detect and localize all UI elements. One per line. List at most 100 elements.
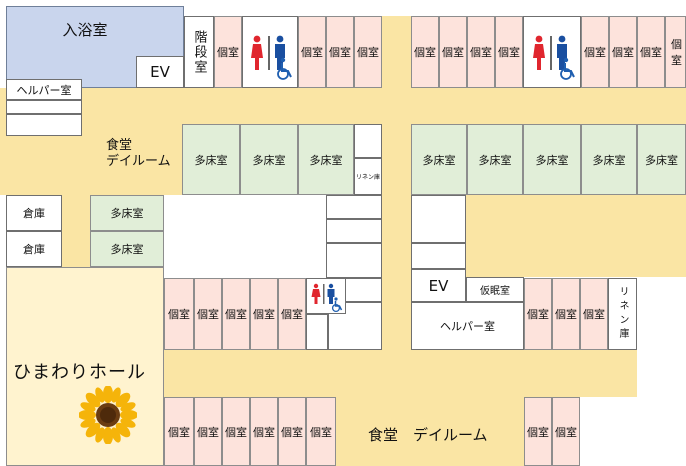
private-room-label: 個室 (357, 46, 379, 59)
private-room-16: 個室 (250, 278, 278, 350)
private-room-3: 個室 (326, 16, 354, 88)
private-room-6: 個室 (439, 16, 467, 88)
storage-room-label: 倉庫 (23, 243, 45, 256)
private-room-label: 個室 (253, 425, 275, 439)
private-room-label: 個室 (442, 46, 464, 59)
shared-room-1: 多床室 (182, 124, 240, 195)
private-room-28: 個室 (552, 397, 580, 466)
private-room-label: 個室 (197, 425, 219, 439)
small-room-left-1 (6, 100, 82, 114)
shared-room-label: 多床室 (645, 153, 678, 167)
private-room-label: 個室 (640, 46, 662, 59)
private-room-13: 個室 (164, 278, 194, 350)
private-room-label: 個室 (671, 38, 682, 67)
private-room-7: 個室 (467, 16, 495, 88)
private-room-11: 個室 (637, 16, 665, 88)
shared-room-label: 多床室 (252, 153, 286, 167)
private-room-9: 個室 (581, 16, 609, 88)
private-room-label: 個室 (414, 46, 436, 59)
private-room-label: 個室 (168, 308, 190, 321)
shared-room-label: 多床室 (478, 153, 512, 167)
bath-room-label: 入浴室 (62, 21, 108, 39)
linen-room-top: リネン庫 (354, 158, 382, 195)
shared-room-9: 多床室 (90, 195, 164, 231)
private-room-19: 個室 (552, 278, 580, 350)
shared-room-label: 多床室 (110, 207, 144, 220)
restroom-middle (306, 278, 346, 314)
linen-room-right-label: リネン庫 (617, 286, 628, 342)
private-room-14: 個室 (194, 278, 222, 350)
corridor-center-vertical (382, 16, 411, 396)
private-room-4: 個室 (354, 16, 382, 88)
private-room-1: 個室 (214, 16, 242, 88)
private-room-10: 個室 (609, 16, 637, 88)
shared-room-5: 多床室 (467, 124, 523, 195)
shared-room-6: 多床室 (523, 124, 581, 195)
private-room-22: 個室 (194, 397, 222, 466)
private-room-label: 個室 (281, 308, 303, 321)
shared-room-10: 多床室 (90, 231, 164, 267)
closet-top (354, 124, 382, 158)
private-room-label: 個室 (498, 46, 520, 59)
nap-room-label: 仮眠室 (480, 286, 510, 297)
private-room-label: 個室 (470, 46, 492, 59)
ev-top-label: EV (150, 63, 170, 81)
storage-room-label: 倉庫 (23, 207, 45, 220)
private-room-15: 個室 (222, 278, 250, 350)
shared-room-label: 多床室 (592, 153, 626, 167)
private-room-label: 個室 (527, 308, 549, 321)
private-room-25: 個室 (278, 397, 306, 466)
restroom-top-left (242, 16, 298, 88)
helper-room-lower-label: ヘルパー室 (440, 320, 495, 333)
storage-room-1: 倉庫 (6, 195, 62, 231)
shared-room-2: 多床室 (240, 124, 298, 195)
private-room-label: 個室 (555, 425, 577, 439)
private-room-label: 個室 (612, 46, 634, 59)
shared-room-3: 多床室 (298, 124, 354, 195)
ev-lower: EV (411, 269, 466, 302)
dining-dayroom-bottom (336, 397, 524, 466)
shared-room-label: 多床室 (535, 153, 569, 167)
shared-room-label: 多床室 (309, 153, 343, 167)
himawari-hall: ひまわりホール (6, 267, 164, 466)
private-room-18: 個室 (524, 278, 552, 350)
hall-label: ひまわりホール (13, 362, 146, 383)
private-room-24: 個室 (250, 397, 278, 466)
private-room-26: 個室 (306, 397, 336, 466)
wheelchair-icon (560, 57, 575, 80)
stair-block-2 (326, 219, 382, 243)
helper-room-lower: ヘルパー室 (411, 302, 524, 350)
private-room-label: 個室 (225, 308, 247, 321)
stairs-room: 階段室 (184, 16, 214, 88)
stair-block-1 (326, 195, 382, 219)
corridor-right-lower (466, 195, 686, 277)
restroom-icon (311, 283, 335, 304)
private-room-23: 個室 (222, 397, 250, 466)
restroom-top-right (523, 16, 581, 88)
small-room-left-2 (6, 114, 82, 136)
helper-room-label: ヘルパー室 (16, 83, 72, 97)
private-room-label: 個室 (584, 46, 606, 59)
right-block-1 (411, 195, 466, 243)
private-room-label: 個室 (329, 46, 351, 59)
private-room-label: 個室 (217, 46, 239, 59)
private-room-12: 個室 (665, 16, 686, 88)
linen-room-right: リネン庫 (608, 278, 637, 350)
dining-dayroom-bottom-label: 食堂 デイルーム (368, 426, 488, 444)
private-room-label: 個室 (281, 425, 303, 439)
private-room-27: 個室 (524, 397, 552, 466)
wheelchair-icon (277, 57, 292, 80)
helper-room-left: ヘルパー室 (6, 79, 82, 100)
shared-room-label: 多床室 (422, 153, 456, 167)
corridor-left-mid (62, 195, 90, 267)
dining-label-top: 食堂 (106, 138, 133, 153)
shared-room-label: 多床室 (110, 243, 144, 256)
private-room-label: 個室 (301, 46, 323, 59)
private-room-2: 個室 (298, 16, 326, 88)
private-room-17: 個室 (278, 278, 306, 350)
corridor-lower (164, 350, 637, 397)
private-room-label: 個室 (168, 425, 190, 439)
shared-room-8: 多床室 (637, 124, 686, 195)
private-room-label: 個室 (253, 308, 275, 321)
ev-lower-label: EV (428, 276, 449, 295)
